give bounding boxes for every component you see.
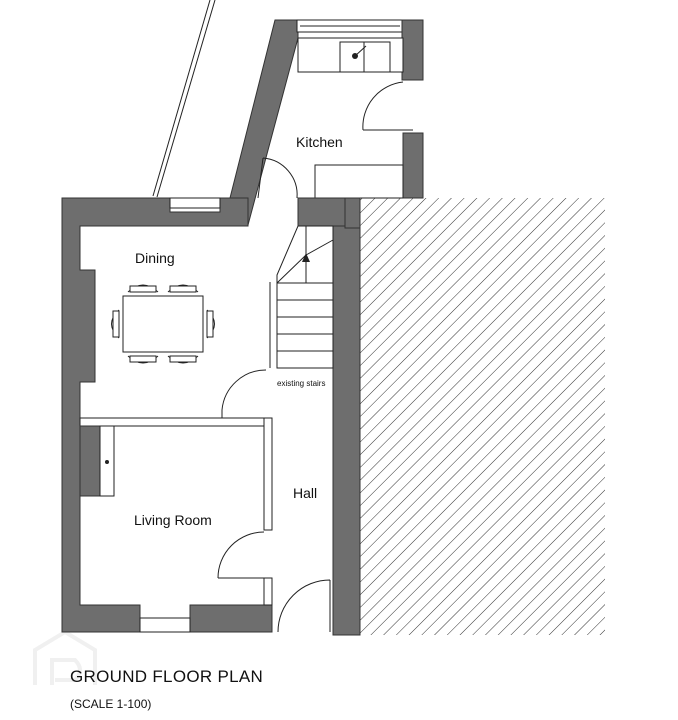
stairs [269, 225, 334, 369]
boundary-line [156, 0, 216, 198]
living-room-window [139, 617, 191, 633]
kitchen-left-wall [221, 19, 299, 226]
kitchen-door-swing-lower [257, 157, 298, 199]
room-label-kitchen: Kitchen [296, 134, 343, 150]
dining-table [111, 284, 215, 364]
plan-scale: (SCALE 1-100) [70, 697, 152, 711]
kitchen-lower-counter [314, 164, 404, 199]
room-label-stairs: existing stairs [277, 379, 325, 388]
room-label-dining: Dining [135, 250, 175, 266]
living-room-door-swing [217, 531, 265, 579]
room-label-hall: Hall [293, 485, 317, 501]
dining-window [169, 197, 221, 209]
dining-door-swing [221, 369, 267, 418]
hatched-area [345, 198, 605, 635]
room-label-living-room: Living Room [134, 512, 212, 528]
hall-right-wall [332, 225, 361, 636]
plan-title: GROUND FLOOR PLAN [70, 667, 264, 686]
outer-walls [61, 197, 249, 633]
kitchen-door-swing [362, 81, 413, 131]
front-door-swing [277, 579, 331, 633]
chimney-breast [79, 425, 101, 497]
